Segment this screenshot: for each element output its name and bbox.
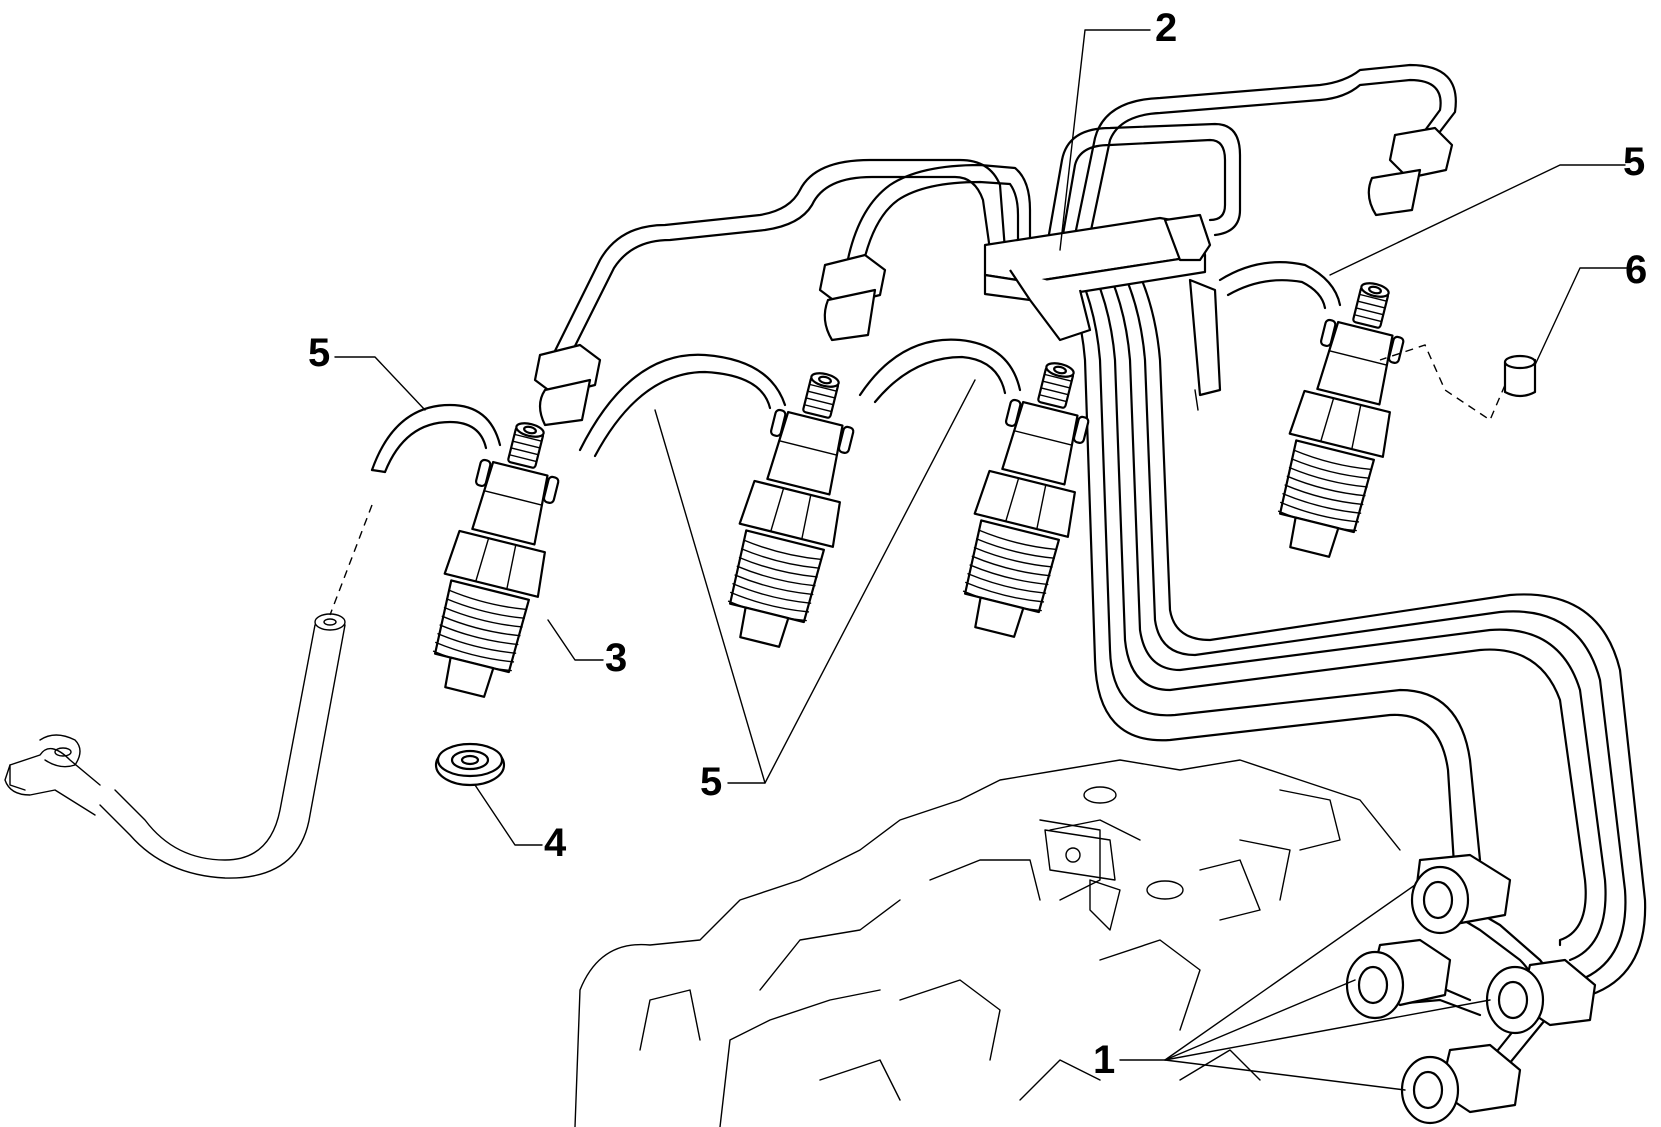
upper-pipe-nut-3 (1367, 126, 1454, 217)
small-connector (1163, 213, 1212, 262)
injector-2 (727, 372, 855, 648)
injector-1 (432, 422, 560, 698)
callout-2: 2 (1155, 6, 1178, 50)
pump-union-nut-2 (1345, 938, 1452, 1020)
injector-3 (962, 362, 1090, 638)
upper-pipe-nut-1 (533, 343, 602, 427)
injector-cap (1379, 344, 1537, 422)
pipe-distribution-block (983, 216, 1222, 411)
upper-pipes (546, 63, 1457, 372)
callout-3: 3 (605, 636, 628, 680)
callout-4: 4 (544, 821, 567, 865)
engine-block-outline (574, 759, 1401, 1127)
callout-1: 1 (1093, 1038, 1116, 1082)
injector-4 (1277, 282, 1405, 558)
pump-union-nut-3 (1485, 958, 1597, 1035)
leader-lines (334, 29, 1631, 1091)
callout-5-bottom: 5 (700, 760, 723, 804)
callout-5-left: 5 (308, 331, 331, 375)
return-hose (4, 504, 373, 879)
pump-union-nut-1 (1410, 853, 1512, 935)
upper-pipe-nut-2 (818, 253, 887, 342)
copper-washer (434, 742, 506, 787)
leak-off-hoses (370, 261, 1342, 474)
injector-group (432, 282, 1405, 698)
pump-union-nut-4 (1400, 1043, 1522, 1125)
callout-6: 6 (1625, 248, 1648, 292)
callout-5-right: 5 (1623, 140, 1646, 184)
